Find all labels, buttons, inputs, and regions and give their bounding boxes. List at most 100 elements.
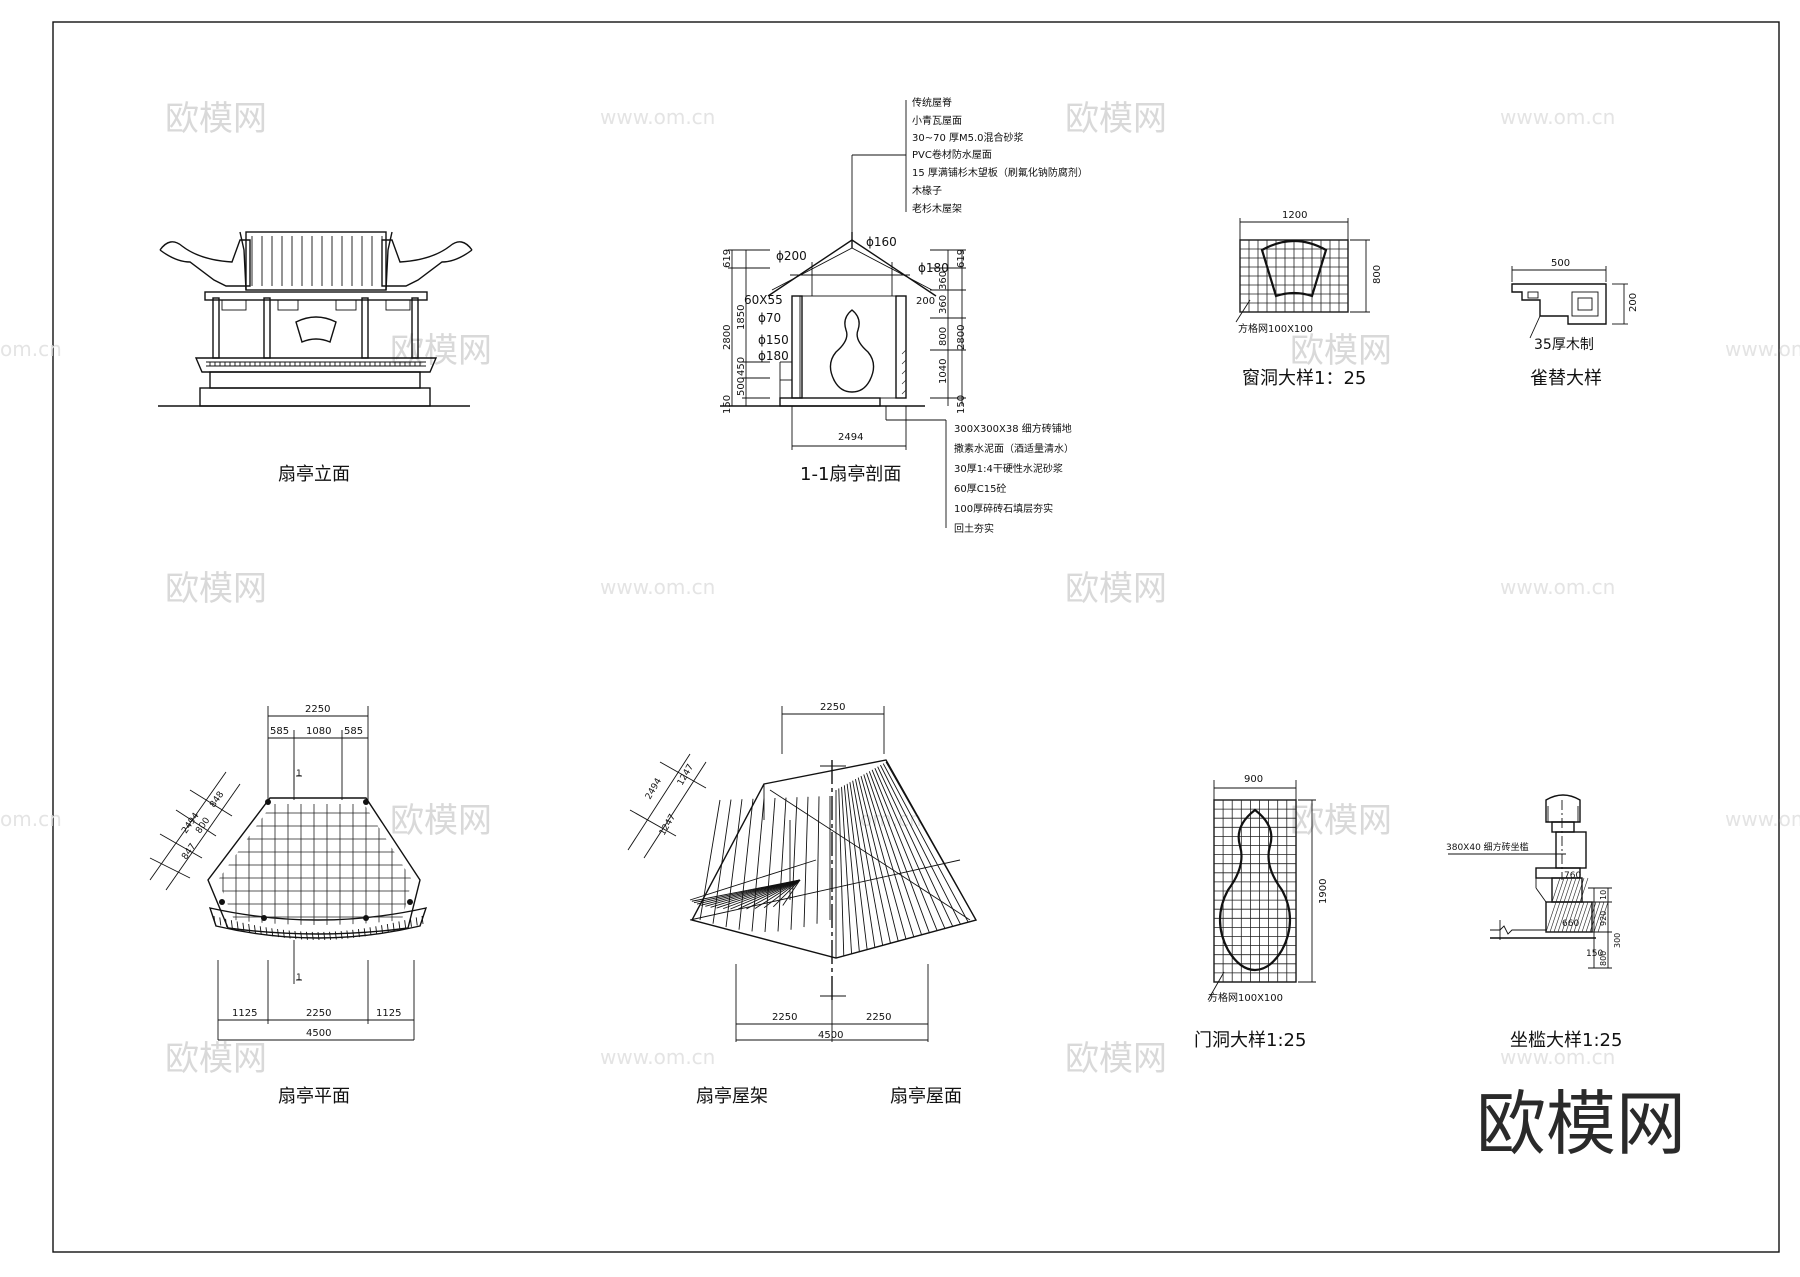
- svg-text:1900: 1900: [1318, 879, 1329, 904]
- svg-text:ϕ150: ϕ150: [758, 333, 789, 347]
- fan-window-icon: [1260, 240, 1328, 298]
- section-title: 1-1扇亭剖面: [800, 464, 901, 485]
- svg-text:2800: 2800: [956, 325, 967, 350]
- svg-text:小青瓦屋面: 小青瓦屋面: [912, 114, 962, 127]
- svg-text:800: 800: [1599, 951, 1608, 966]
- watermark-url: www.om.cn: [600, 1045, 715, 1069]
- door-title: 门洞大样1:25: [1194, 1030, 1306, 1051]
- svg-text:2250: 2250: [866, 1012, 891, 1023]
- svg-text:2800: 2800: [722, 325, 733, 350]
- svg-text:2250: 2250: [305, 704, 330, 715]
- svg-text:传统屋脊: 传统屋脊: [912, 96, 952, 109]
- watermark-brand: 欧模网: [1065, 99, 1167, 139]
- svg-text:30厚1:4干硬性水泥砂浆: 30厚1:4干硬性水泥砂浆: [954, 462, 1063, 475]
- svg-text:1: 1: [296, 769, 302, 779]
- svg-text:回土夯实: 回土夯实: [954, 522, 994, 535]
- svg-text:1125: 1125: [232, 1008, 257, 1019]
- svg-text:60厚C15砼: 60厚C15砼: [954, 482, 1006, 495]
- svg-text:500: 500: [736, 377, 747, 396]
- watermark-url: om.cn: [0, 337, 62, 361]
- floor-layer-notes: 300X300X38 细方砖铺地 撒素水泥面（酒适量清水） 30厚1:4干硬性水…: [954, 422, 1074, 535]
- svg-text:500: 500: [1551, 258, 1570, 269]
- watermark-url: www.om.cn: [600, 575, 715, 599]
- svg-text:150: 150: [722, 395, 733, 414]
- plan-title: 扇亭平面: [278, 1086, 350, 1107]
- svg-text:ϕ180: ϕ180: [758, 349, 789, 363]
- watermark-brand: 欧模网: [390, 331, 492, 371]
- svg-text:300: 300: [1613, 933, 1622, 948]
- watermark-brand: 欧模网: [1290, 801, 1392, 841]
- fan-window-icon: [295, 316, 337, 343]
- seat-detail: 380X40 细方砖坐槛 760 660 150 10 920 300 800 …: [1446, 794, 1622, 1051]
- roof-frame-and-roof-plan: 2250 2494 1247 1247 2250 2250 4500 扇亭屋架 …: [627, 702, 978, 1107]
- watermark-url: www.om.cn: [1725, 807, 1800, 831]
- svg-text:2250: 2250: [772, 1012, 797, 1023]
- watermark-brand: 欧模网: [1065, 1039, 1167, 1079]
- svg-text:木椽子: 木椽子: [912, 184, 942, 197]
- watermark-brand: 欧模网: [390, 801, 492, 841]
- svg-text:1080: 1080: [306, 726, 331, 737]
- watermark-url: www.om.cn: [1500, 105, 1615, 129]
- svg-text:450: 450: [736, 357, 747, 376]
- svg-text:380X40 细方砖坐槛: 380X40 细方砖坐槛: [1446, 841, 1529, 853]
- watermark-url: om.cn: [0, 807, 62, 831]
- gourd-door-icon: [829, 309, 875, 393]
- svg-text:2250: 2250: [820, 702, 845, 713]
- watermark-url: www.om.cn: [1500, 1045, 1615, 1069]
- svg-text:360: 360: [938, 271, 949, 290]
- svg-text:30~70 厚M5.0混合砂浆: 30~70 厚M5.0混合砂浆: [912, 131, 1024, 144]
- elevation-title: 扇亭立面: [278, 464, 350, 485]
- svg-text:4500: 4500: [306, 1028, 331, 1039]
- svg-text:150: 150: [956, 395, 967, 414]
- svg-text:1125: 1125: [376, 1008, 401, 1019]
- pavilion-section: 619 1850 2800 450 500 150 619 360 360 80…: [720, 96, 1088, 535]
- svg-text:老杉木屋架: 老杉木屋架: [912, 202, 962, 215]
- watermark-brand: 欧模网: [165, 569, 267, 609]
- svg-text:900: 900: [1244, 774, 1263, 785]
- svg-text:1850: 1850: [736, 305, 747, 330]
- watermark-brand: 欧模网: [1065, 569, 1167, 609]
- svg-text:920: 920: [1599, 911, 1608, 926]
- watermark-brand: 欧模网: [165, 1039, 267, 1079]
- svg-text:PVC卷材防水屋面: PVC卷材防水屋面: [912, 148, 992, 161]
- window-detail: 1200 800 方格网100X100 窗洞大样1：25: [1235, 210, 1383, 389]
- svg-text:800: 800: [938, 327, 949, 346]
- svg-text:847: 847: [180, 842, 198, 862]
- svg-text:10: 10: [1599, 890, 1608, 900]
- gourd-door-icon: [1218, 808, 1292, 972]
- watermark-url: www.om.cn: [1500, 575, 1615, 599]
- svg-text:1040: 1040: [938, 359, 949, 384]
- svg-text:2494: 2494: [838, 432, 863, 443]
- roof-layer-notes: 传统屋脊 小青瓦屋面 30~70 厚M5.0混合砂浆 PVC卷材防水屋面 15 …: [912, 96, 1088, 215]
- window-title: 窗洞大样1：25: [1242, 368, 1366, 389]
- svg-text:2494: 2494: [644, 776, 664, 801]
- svg-text:800: 800: [1372, 265, 1383, 284]
- svg-text:60X55: 60X55: [744, 293, 783, 307]
- svg-text:2250: 2250: [306, 1008, 331, 1019]
- sheet-border: [52, 21, 1780, 1253]
- seat-title: 坐槛大样1:25: [1510, 1030, 1622, 1051]
- roof-plan-title: 扇亭屋面: [890, 1086, 962, 1107]
- svg-text:4500: 4500: [818, 1030, 843, 1041]
- watermark-url: www.om.cn: [1725, 337, 1800, 361]
- watermark-brand: 欧模网: [1290, 331, 1392, 371]
- svg-text:200: 200: [916, 296, 935, 307]
- svg-text:760: 760: [1564, 871, 1581, 881]
- svg-text:方格网100X100: 方格网100X100: [1208, 991, 1283, 1004]
- svg-text:15 厚满铺杉木望板（刷氟化钠防腐剂）: 15 厚满铺杉木望板（刷氟化钠防腐剂）: [912, 166, 1088, 179]
- svg-text:ϕ180: ϕ180: [918, 261, 949, 275]
- svg-text:619: 619: [956, 249, 967, 268]
- svg-text:150: 150: [1586, 949, 1603, 959]
- svg-text:ϕ70: ϕ70: [758, 311, 781, 325]
- svg-text:360: 360: [938, 295, 949, 314]
- svg-text:1: 1: [296, 973, 302, 983]
- svg-text:35厚木制: 35厚木制: [1534, 337, 1594, 353]
- svg-text:ϕ200: ϕ200: [776, 249, 807, 263]
- svg-text:撒素水泥面（酒适量清水）: 撒素水泥面（酒适量清水）: [954, 442, 1074, 455]
- svg-text:300X300X38 细方砖铺地: 300X300X38 细方砖铺地: [954, 422, 1072, 435]
- svg-text:1247: 1247: [676, 763, 696, 788]
- bracket-detail: 500 200 35厚木制 雀替大样: [1511, 258, 1639, 389]
- roof-frame-title: 扇亭屋架: [696, 1086, 768, 1107]
